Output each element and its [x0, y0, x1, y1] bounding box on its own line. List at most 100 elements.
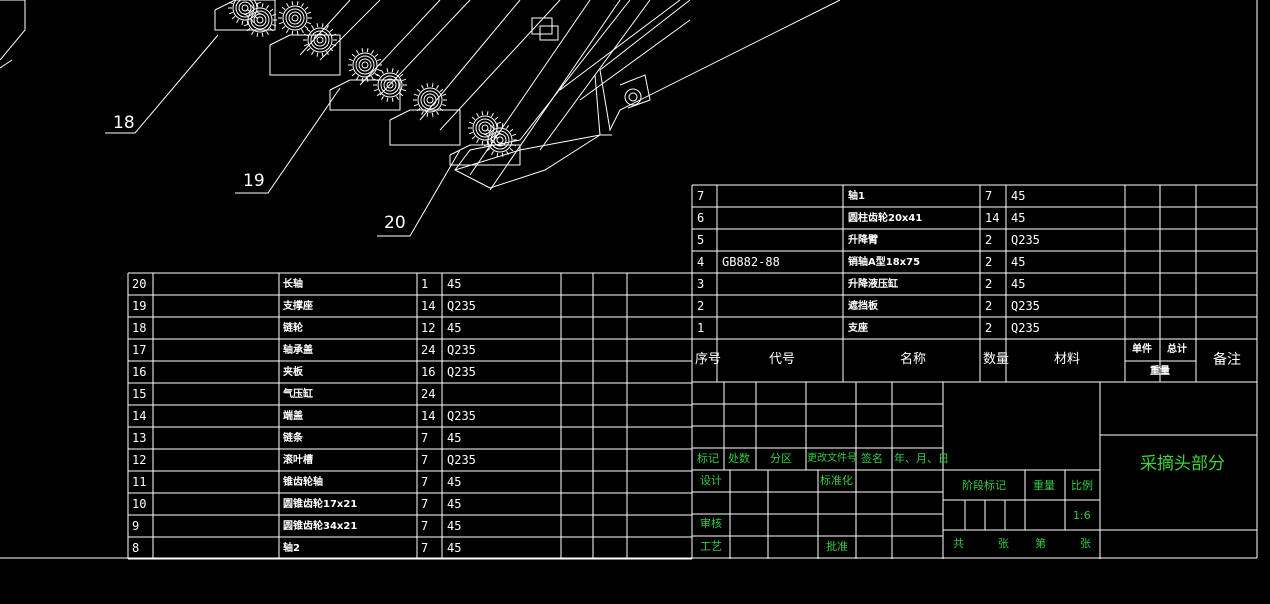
header-code: 代号: [769, 352, 796, 367]
upper-row-7-no: 7: [697, 189, 705, 203]
lower-row-15-qty: 24: [421, 387, 436, 401]
upper-row-4-no: 4: [697, 255, 705, 269]
upper-row-2-qty: 2: [985, 299, 993, 313]
lower-row-10-name: 圆锥齿轮17x21: [283, 499, 358, 510]
tb-sheet-no: 第: [1035, 537, 1046, 550]
upper-row-7-name: 轴1: [848, 191, 865, 202]
upper-row-4-qty: 2: [985, 255, 993, 269]
lower-row-18-qty: 12: [421, 321, 436, 335]
tb-change-doc: 更改文件号: [807, 453, 857, 464]
upper-row-1-no: 1: [697, 321, 705, 335]
tb-stage: 阶段标记: [962, 479, 1006, 492]
lower-row-20-qty: 1: [421, 277, 429, 291]
tb-design: 设计: [700, 474, 722, 487]
upper-row-6-no: 6: [697, 211, 705, 225]
upper-row-5-mat: Q235: [1011, 233, 1040, 247]
upper-row-4-name: 销轴A型18x75: [848, 257, 921, 268]
header-material: 材料: [1054, 352, 1081, 367]
lower-row-14-qty: 14: [421, 409, 436, 423]
lower-row-18-no: 18: [132, 321, 147, 335]
tb-approve: 批准: [826, 540, 848, 553]
tb-sheet: 张: [998, 537, 1009, 550]
upper-row-7-qty: 7: [985, 189, 993, 203]
upper-row-4-mat: 45: [1011, 255, 1026, 269]
header-seq: 序号: [695, 352, 722, 367]
upper-row-5-no: 5: [697, 233, 705, 247]
bom-table-lower: [127, 272, 693, 560]
lower-row-13-no: 13: [132, 431, 147, 445]
title-block-grid: [691, 381, 1257, 559]
tb-sign: 签名: [861, 452, 883, 465]
upper-row-5-qty: 2: [985, 233, 993, 247]
lower-row-9-mat: 45: [447, 519, 462, 533]
lower-row-20-no: 20: [132, 277, 147, 291]
lower-row-13-name: 链条: [283, 433, 303, 444]
upper-row-1-mat: Q235: [1011, 321, 1040, 335]
lower-row-10-qty: 7: [421, 497, 429, 511]
lower-row-12-no: 12: [132, 453, 147, 467]
upper-row-2-name: 遮挡板: [848, 301, 878, 312]
lower-row-19-qty: 14: [421, 299, 436, 313]
tb-process: 工艺: [700, 540, 722, 553]
lower-row-12-name: 滚叶槽: [283, 455, 313, 466]
tb-weight: 重量: [1033, 479, 1055, 492]
lower-row-14-no: 14: [132, 409, 147, 423]
tb-scale-value: 1:6: [1073, 509, 1091, 522]
lower-row-16-mat: Q235: [447, 365, 476, 379]
lower-row-10-no: 10: [132, 497, 147, 511]
lower-row-17-mat: Q235: [447, 343, 476, 357]
lower-row-12-mat: Q235: [447, 453, 476, 467]
lower-row-15-name: 气压缸: [283, 389, 313, 400]
lower-row-9-name: 圆锥齿轮34x21: [283, 521, 358, 532]
drawing-title: 采摘头部分: [1140, 454, 1225, 474]
upper-row-5-name: 升降臂: [848, 235, 878, 246]
upper-row-6-name: 圆柱齿轮20x41: [848, 213, 923, 224]
lower-row-11-mat: 45: [447, 475, 462, 489]
lower-row-15-no: 15: [132, 387, 147, 401]
upper-row-1-name: 支座: [848, 323, 868, 334]
tb-review: 审核: [700, 517, 722, 530]
callout-19: 19: [243, 171, 265, 191]
picking-head-assembly-sketch: [0, 0, 841, 191]
tb-zone: 分区: [770, 452, 792, 465]
lower-row-20-name: 长轴: [283, 279, 303, 290]
tb-standard: 标准化: [820, 474, 853, 487]
lower-row-13-mat: 45: [447, 431, 462, 445]
lower-row-17-qty: 24: [421, 343, 436, 357]
lower-row-8-name: 轴2: [283, 543, 300, 554]
upper-row-4-code: GB882-88: [722, 255, 780, 269]
upper-row-2-no: 2: [697, 299, 705, 313]
tb-total: 共: [953, 537, 964, 550]
drawing-frame: [0, 0, 1258, 559]
upper-row-3-qty: 2: [985, 277, 993, 291]
lower-row-16-no: 16: [132, 365, 147, 379]
tb-sheet2: 张: [1080, 537, 1091, 550]
tb-date: 年、月、日: [894, 452, 949, 465]
lower-row-19-mat: Q235: [447, 299, 476, 313]
lower-row-17-no: 17: [132, 343, 147, 357]
callout-18: 18: [113, 113, 135, 133]
bom-table-upper: [691, 184, 1258, 383]
lower-row-16-qty: 16: [421, 365, 436, 379]
upper-row-2-mat: Q235: [1011, 299, 1040, 313]
tb-scale: 比例: [1071, 479, 1093, 492]
lower-row-10-mat: 45: [447, 497, 462, 511]
lower-row-12-qty: 7: [421, 453, 429, 467]
lower-row-18-name: 链轮: [283, 323, 303, 334]
lower-row-11-name: 锥齿轮轴: [283, 477, 323, 488]
upper-row-3-no: 3: [697, 277, 705, 291]
lower-row-20-mat: 45: [447, 277, 462, 291]
header-name: 名称: [900, 352, 927, 367]
lower-row-18-mat: 45: [447, 321, 462, 335]
upper-row-3-name: 升降液压缸: [848, 279, 898, 290]
lower-row-9-qty: 7: [421, 519, 429, 533]
callout-leaders: [105, 34, 461, 237]
header-remark: 备注: [1213, 352, 1241, 368]
lower-row-14-name: 端盖: [283, 411, 303, 422]
lower-row-8-mat: 45: [447, 541, 462, 555]
lower-row-19-name: 支撑座: [283, 301, 313, 312]
lower-row-11-no: 11: [132, 475, 147, 489]
upper-row-6-mat: 45: [1011, 211, 1026, 225]
upper-row-6-qty: 14: [985, 211, 1000, 225]
tb-count: 处数: [728, 452, 750, 465]
